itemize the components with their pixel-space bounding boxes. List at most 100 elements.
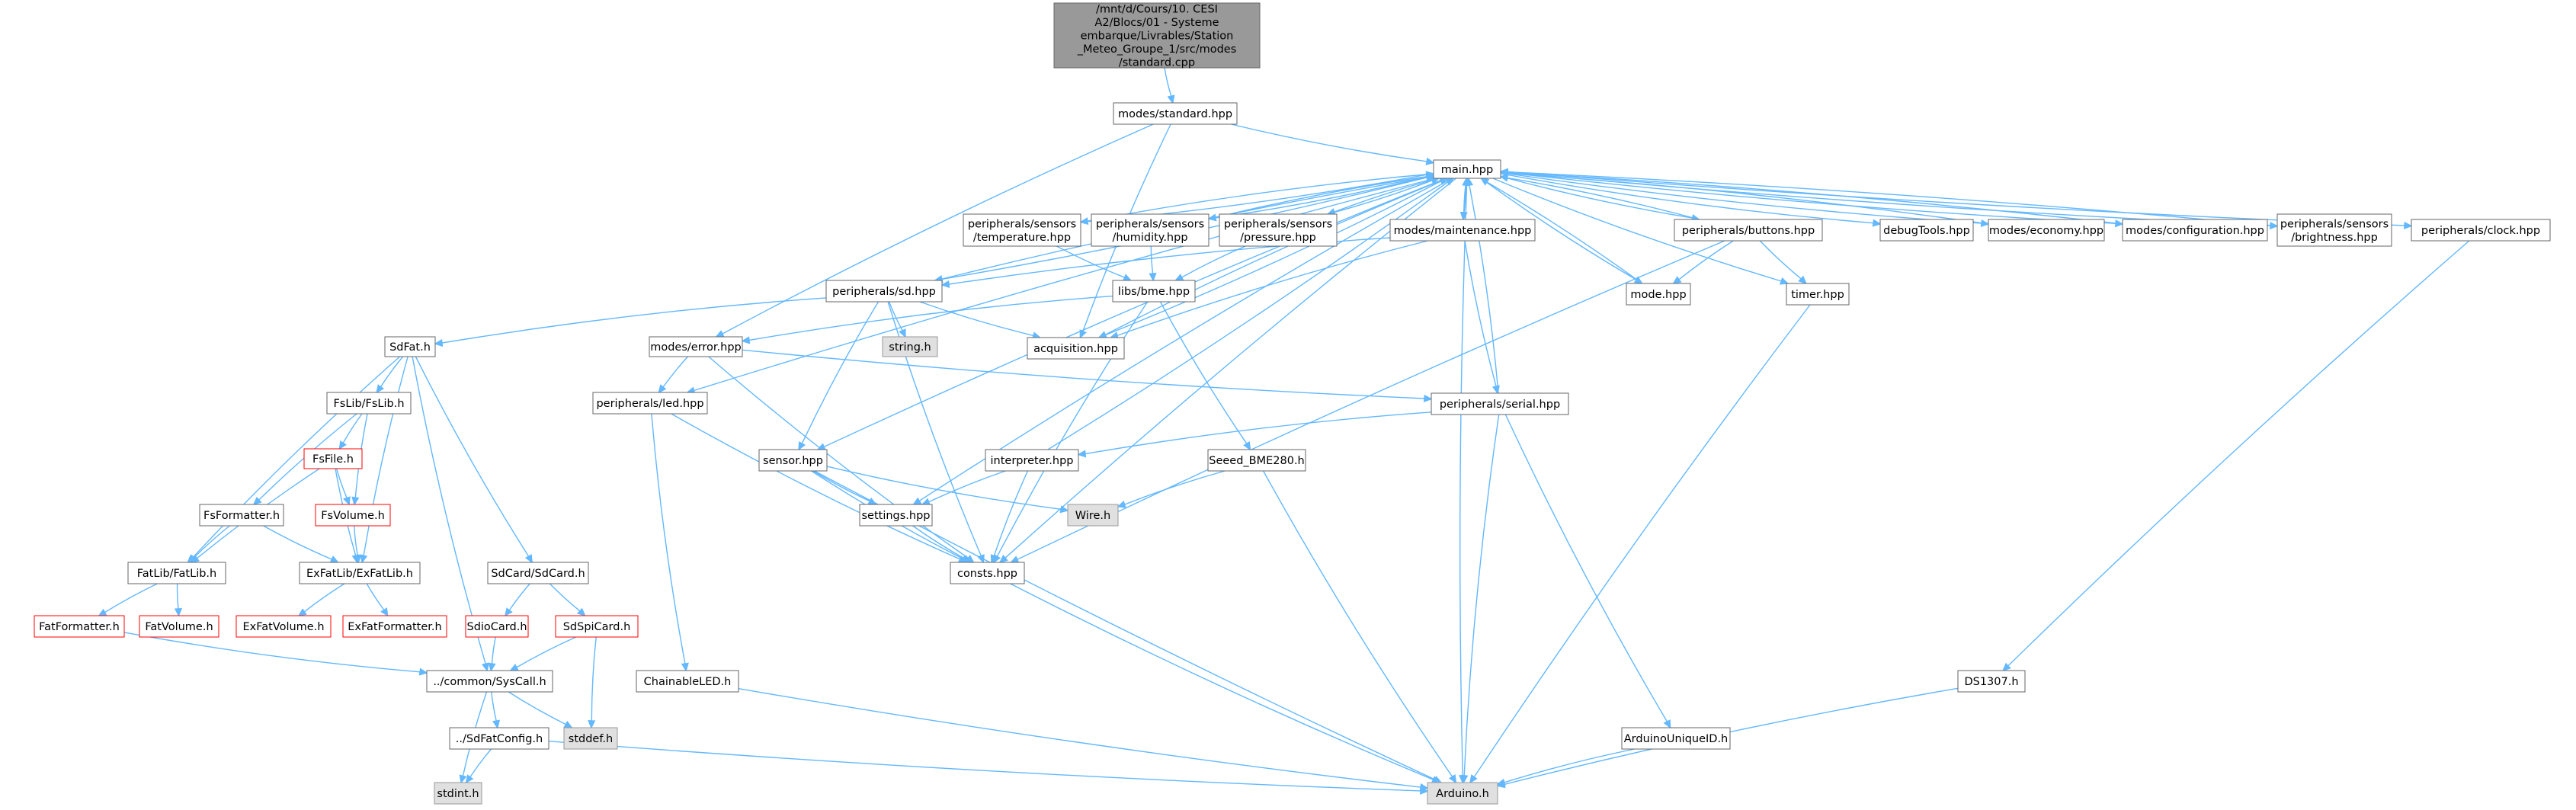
node-led[interactable]: peripherals/led.hpp: [592, 392, 708, 415]
edge-line: [1150, 245, 1154, 274]
node-box: [963, 213, 1081, 247]
edge-arrowhead: [962, 555, 972, 563]
edge-arrowhead: [899, 328, 906, 338]
node-bright[interactable]: peripherals/sensors/brightness.hpp: [2276, 213, 2392, 247]
node-dbg[interactable]: debugTools.hpp: [1879, 219, 1974, 242]
edge-arrowhead: [1167, 94, 1175, 104]
node-fatvol[interactable]: FatVolume.h: [139, 615, 219, 638]
node-label: ChainableLED.h: [644, 676, 732, 688]
node-hum[interactable]: peripherals/sensors/humidity.hpp: [1091, 213, 1210, 247]
edge-line: [738, 688, 1421, 788]
node-bme[interactable]: libs/bme.hpp: [1112, 280, 1196, 303]
edge-fsfile-to-fsvol: [335, 468, 351, 506]
edge-btn-to-timer: [1759, 240, 1808, 285]
node-sdfatcfg[interactable]: ../SdFatConfig.h: [449, 727, 549, 750]
node-fsfmt[interactable]: FsFormatter.h: [199, 504, 284, 527]
node-fatfmt[interactable]: FatFormatter.h: [34, 615, 125, 638]
edge-arrowhead: [1479, 178, 1490, 186]
node-exfatlib[interactable]: ExFatLib/ExFatLib.h: [299, 562, 421, 584]
node-maint[interactable]: modes/maintenance.hpp: [1389, 219, 1536, 242]
edge-serial-to-arduino: [1460, 414, 1500, 784]
node-label: peripherals/buttons.hpp: [1682, 225, 1815, 237]
edge-line: [516, 636, 576, 668]
node-box: [592, 392, 708, 415]
node-interp[interactable]: interpreter.hpp: [985, 449, 1079, 472]
node-box: [199, 504, 284, 527]
edge-arrowhead: [504, 607, 513, 617]
node-settings[interactable]: settings.hpp: [859, 504, 933, 527]
node-label: modes/configuration.hpp: [2126, 225, 2264, 237]
node-label: DS1307.h: [1964, 676, 2018, 688]
node-sdio[interactable]: SdioCard.h: [465, 615, 529, 638]
node-sdcard[interactable]: SdCard/SdCard.h: [487, 562, 589, 584]
node-wire[interactable]: Wire.h: [1067, 504, 1119, 527]
edge-arrowhead: [1122, 274, 1133, 281]
edge-arrowhead: [187, 554, 197, 564]
node-timer[interactable]: timer.hpp: [1786, 283, 1850, 306]
node-exfatfmt[interactable]: ExFatFormatter.h: [342, 615, 447, 638]
node-box: [434, 782, 482, 805]
edge-arrowhead: [1425, 174, 1435, 182]
edge-line: [335, 468, 348, 498]
node-fslib[interactable]: FsLib/FsLib.h: [326, 392, 412, 415]
node-temp[interactable]: peripherals/sensors/temperature.hpp: [963, 213, 1081, 247]
edge-arrowhead: [921, 498, 931, 506]
node-box: [2276, 213, 2392, 247]
node-sdfat[interactable]: SdFat.h: [384, 336, 436, 357]
node-string[interactable]: string.h: [882, 336, 938, 357]
edge-line: [708, 356, 969, 559]
node-err[interactable]: modes/error.hpp: [649, 336, 743, 357]
edge-line: [912, 525, 966, 559]
node-box: [1207, 449, 1306, 472]
edge-arrowhead: [360, 554, 368, 564]
node-conf[interactable]: modes/configuration.hpp: [2122, 219, 2268, 242]
node-fsfile[interactable]: FsFile.h: [303, 448, 363, 469]
node-pres[interactable]: peripherals/sensors/pressure.hpp: [1219, 213, 1338, 247]
node-box: [1389, 219, 1536, 242]
edge-line: [1500, 171, 2116, 224]
node-fatlib[interactable]: FatLib/FatLib.h: [127, 562, 226, 584]
node-sdspi[interactable]: SdSpiCard.h: [555, 615, 639, 638]
node-clock[interactable]: peripherals/clock.hpp: [2411, 219, 2551, 242]
node-sd[interactable]: peripherals/sd.hpp: [825, 280, 943, 303]
edge-syscall-to-stddef: [508, 691, 573, 728]
node-ds1307[interactable]: DS1307.h: [1957, 670, 2026, 693]
node-box: [1674, 219, 1823, 242]
node-exfatvol[interactable]: ExFatVolume.h: [235, 615, 332, 638]
node-chain[interactable]: ChainableLED.h: [636, 670, 739, 693]
node-consts[interactable]: consts.hpp: [950, 562, 1025, 584]
node-fsvol[interactable]: FsVolume.h: [315, 504, 391, 527]
node-serial[interactable]: peripherals/serial.hpp: [1431, 392, 1569, 415]
edge-arrowhead: [1499, 168, 1509, 176]
node-box: [127, 562, 226, 584]
node-uniq[interactable]: ArduinoUniqueID.h: [1621, 727, 1731, 750]
node-eco[interactable]: modes/economy.hpp: [1988, 219, 2105, 242]
node-main[interactable]: main.hpp: [1433, 159, 1501, 179]
node-arduino[interactable]: Arduino.h: [1427, 782, 1498, 805]
edge-line: [441, 297, 827, 344]
edge-line: [263, 525, 332, 560]
node-std[interactable]: modes/standard.hpp: [1113, 102, 1238, 125]
node-label: FatVolume.h: [145, 621, 213, 633]
edge-arrowhead: [465, 774, 474, 784]
node-sensor[interactable]: sensor.hpp: [758, 449, 828, 472]
edge-hum-to-bme: [1149, 245, 1157, 282]
edge-root-to-std: [1164, 67, 1175, 104]
edge-line: [928, 470, 1006, 503]
node-box: [1988, 219, 2105, 242]
edge-arrowhead: [1445, 178, 1455, 186]
node-stdint[interactable]: stdint.h: [434, 782, 482, 805]
edge-sdfat-to-fslib: [376, 356, 404, 394]
node-box: [1431, 392, 1569, 415]
edge-line: [993, 470, 1029, 556]
node-acq[interactable]: acquisition.hpp: [1027, 337, 1125, 360]
node-bme280[interactable]: Seeed_BME280.h: [1207, 449, 1306, 472]
edge-arrowhead: [481, 662, 489, 672]
node-stddef[interactable]: stddef.h: [563, 727, 618, 750]
node-syscall[interactable]: ../common/SysCall.h: [426, 670, 553, 693]
node-btn[interactable]: peripherals/buttons.hpp: [1674, 219, 1823, 242]
edge-arrowhead: [1672, 276, 1682, 285]
edge-line: [1117, 240, 1428, 337]
node-mode[interactable]: mode.hpp: [1626, 283, 1691, 306]
